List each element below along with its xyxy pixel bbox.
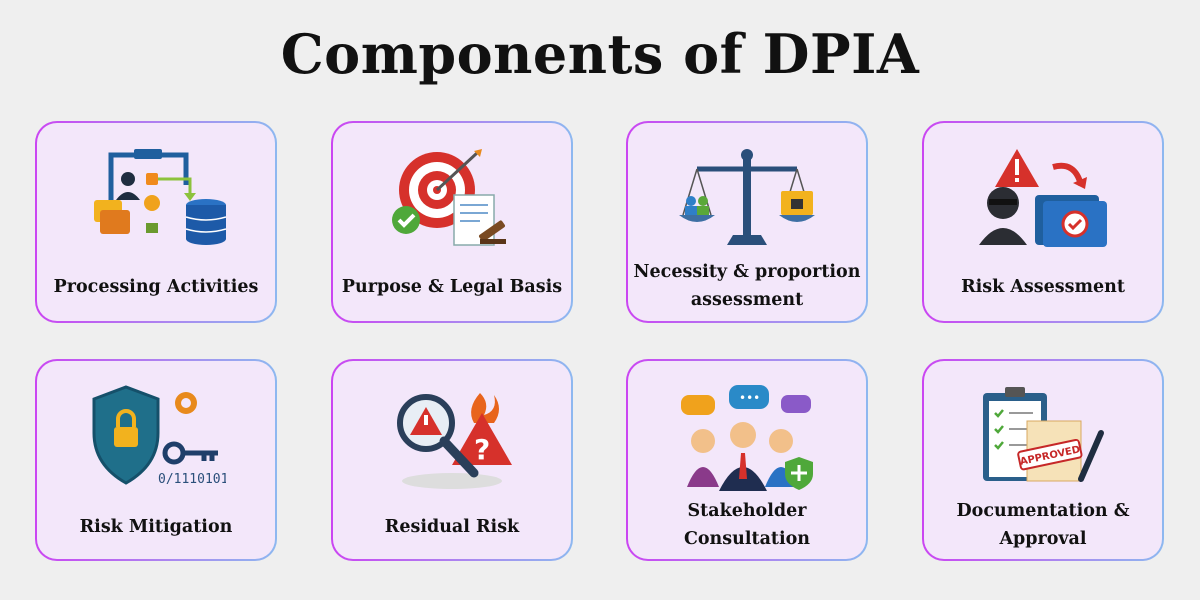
card-label-line: Necessity & proportion bbox=[633, 262, 861, 282]
card-risk-mitigation: 0/1110101 Risk Mitigation bbox=[35, 359, 277, 561]
card-documentation-approval: APPROVED Documentation & Approval bbox=[922, 359, 1164, 561]
card-label: Risk Mitigation bbox=[79, 517, 233, 537]
binary-text: 0/1110101 bbox=[158, 472, 226, 487]
card-label-line: Documentation & bbox=[956, 501, 1130, 521]
svg-text:•••: ••• bbox=[739, 391, 760, 405]
card-residual-risk: ? Residual Risk bbox=[331, 359, 573, 561]
card-label: Residual Risk bbox=[384, 517, 520, 537]
hacker-warning-icon bbox=[979, 149, 1107, 247]
svg-text:?: ? bbox=[474, 433, 490, 466]
card-stakeholder-consultation: ••• Stakeholder Consultation bbox=[626, 359, 868, 561]
card-label: Purpose & Legal Basis bbox=[341, 277, 563, 297]
data-flow-icon bbox=[94, 149, 226, 245]
card-label: Stakeholder Consultation bbox=[628, 497, 866, 553]
card-label: Necessity & proportion assessment bbox=[628, 258, 866, 314]
target-gavel-icon bbox=[392, 149, 506, 246]
people-chat-icon: ••• bbox=[681, 385, 813, 491]
page-title: Components of DPIA bbox=[280, 22, 920, 86]
magnifier-warning-icon: ? bbox=[397, 393, 512, 489]
card-label: Documentation & Approval bbox=[924, 497, 1162, 553]
card-risk-assessment: Risk Assessment bbox=[922, 121, 1164, 323]
card-necessity-proportion: Necessity & proportion assessment bbox=[626, 121, 868, 323]
card-label-line: Consultation bbox=[683, 529, 811, 549]
card-processing-activities: Processing Activities bbox=[35, 121, 277, 323]
clipboard-approved-icon: APPROVED bbox=[983, 387, 1104, 482]
card-label: Risk Assessment bbox=[961, 277, 1125, 297]
shield-lock-icon: 0/1110101 bbox=[92, 385, 226, 487]
card-label: Processing Activities bbox=[53, 277, 259, 297]
card-label-line: Stakeholder bbox=[687, 501, 807, 521]
card-purpose-legal-basis: Purpose & Legal Basis bbox=[331, 121, 573, 323]
card-label-line: assessment bbox=[690, 290, 804, 310]
card-label-line: Approval bbox=[999, 529, 1087, 549]
scales-icon bbox=[679, 149, 815, 245]
